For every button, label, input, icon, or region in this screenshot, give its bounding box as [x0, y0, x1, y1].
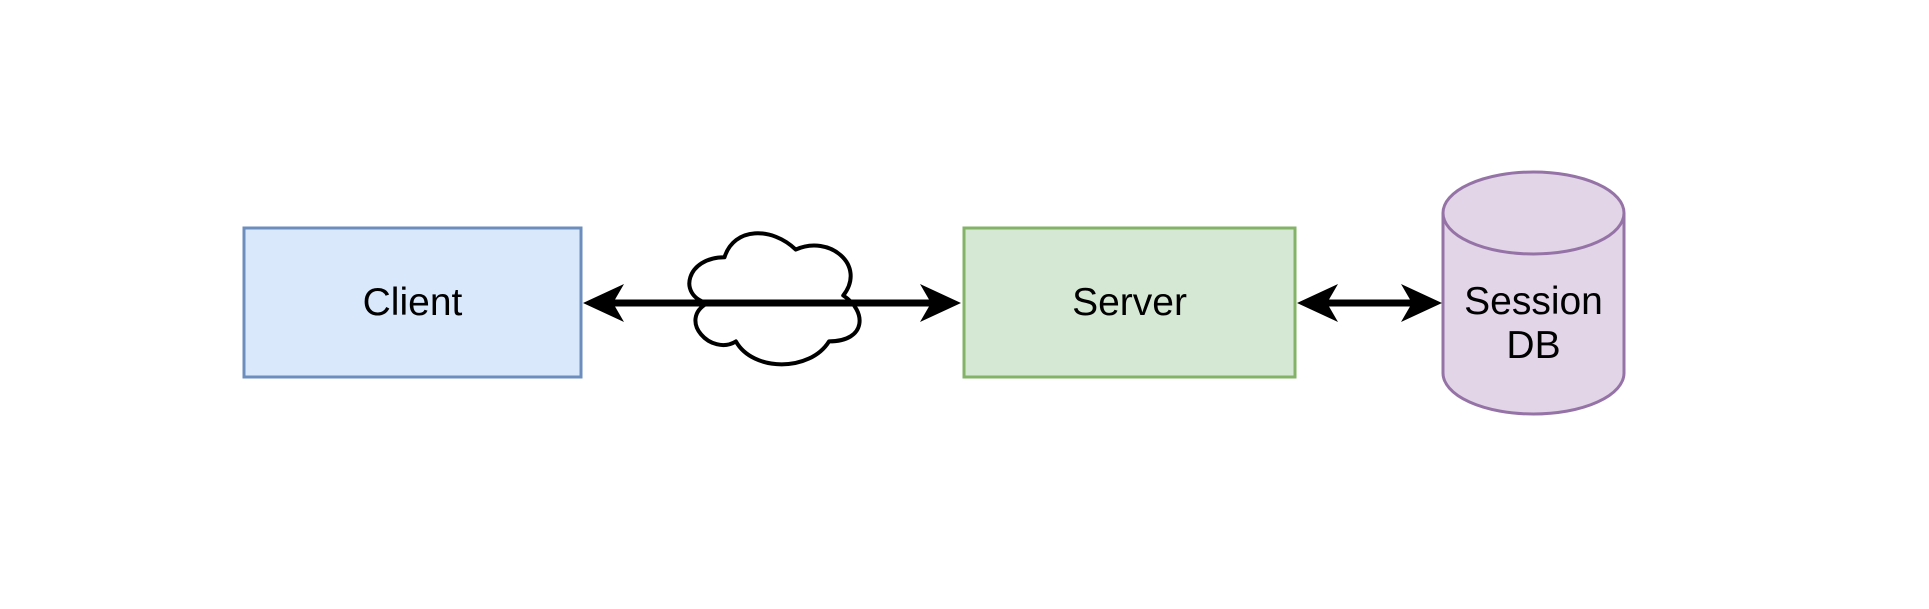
arrowhead-right-icon: [920, 284, 961, 322]
network-cloud-icon: [687, 231, 862, 367]
server-node-shape: [962, 226, 1297, 379]
edge-client-server: [583, 284, 961, 322]
arrowhead-left-icon: [583, 284, 624, 322]
arrowhead-right-icon: [1401, 284, 1442, 322]
client-node-shape: [242, 226, 583, 379]
arrowhead-left-icon: [1297, 284, 1338, 322]
session-db-node-shape: [1441, 170, 1626, 416]
session-db-cylinder-rim: [1441, 212, 1626, 256]
edge-server-session-db: [1297, 284, 1442, 322]
